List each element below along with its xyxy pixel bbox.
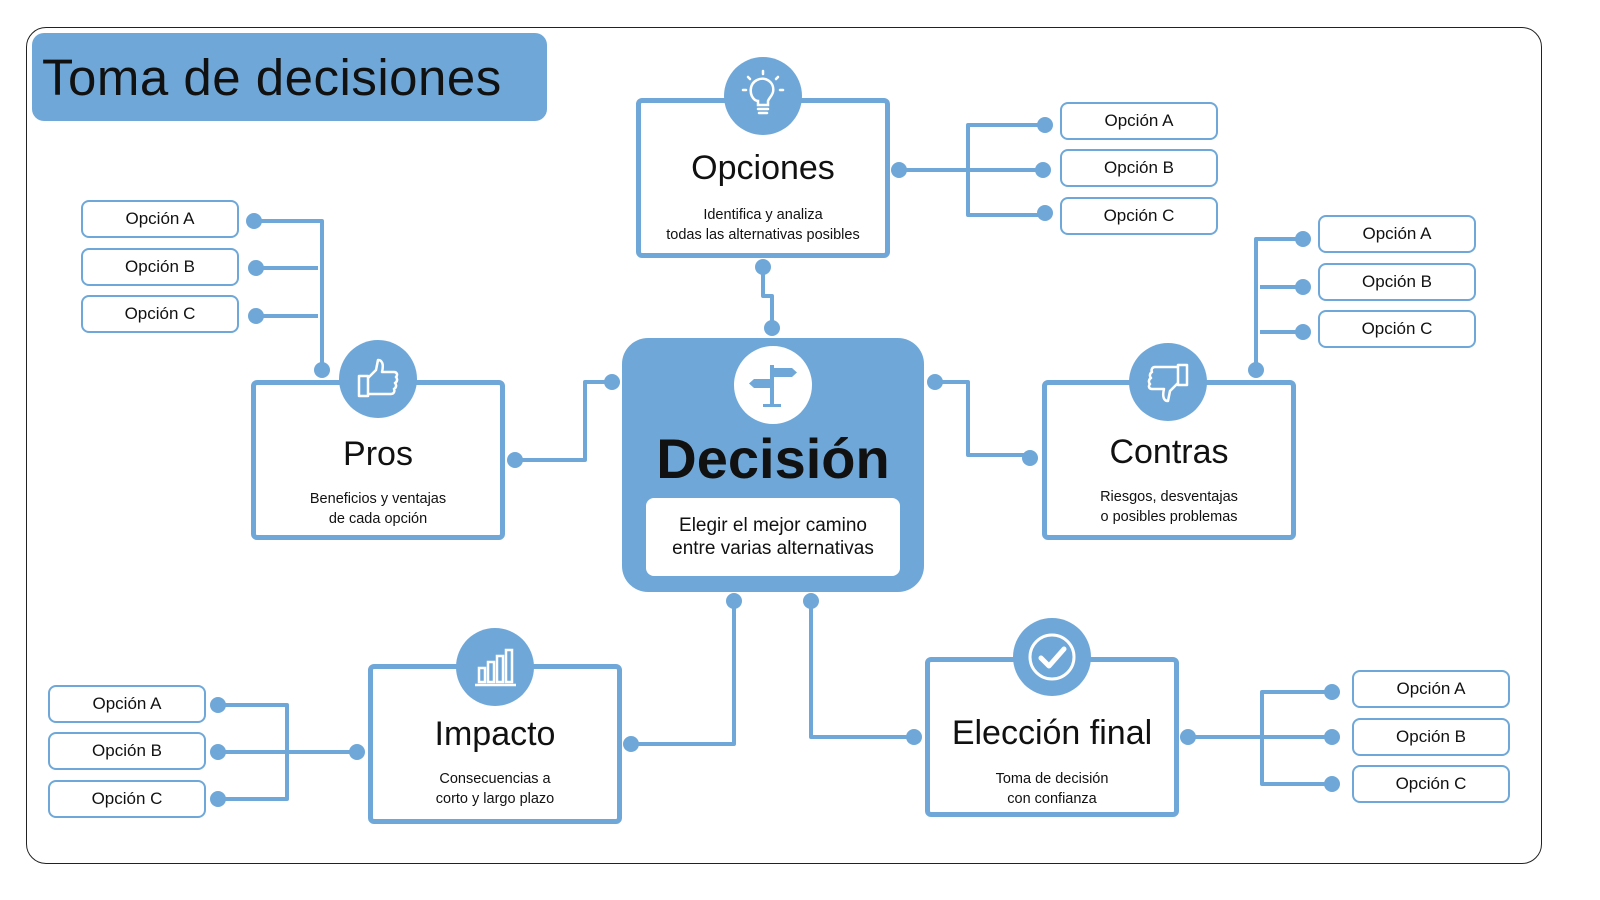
impacto-description: Consecuencias a corto y largo plazo [435,771,555,807]
contras-title: Contras [1109,433,1229,471]
contras-description: Riesgos, desventajas o posibles problema… [1100,489,1238,525]
eleccion-option-b: Opción B [1352,718,1510,756]
thumbs-down-icon [1129,343,1207,421]
lightbulb-icon [724,57,802,135]
diagram-frame [26,27,1542,864]
opciones-title: Opciones [691,149,835,187]
pros-option-c: Opción C [81,295,239,333]
pros-description: Beneficios y ventajas de cada opción [309,491,447,527]
opciones-option-c: Opción C [1060,197,1218,235]
contras-option-a: Opción A [1318,215,1476,253]
opciones-option-a: Opción A [1060,102,1218,140]
eleccion-description: Toma de decisión con confianza [995,771,1109,807]
eleccion-option-a: Opción A [1352,670,1510,708]
thumbs-up-icon [339,340,417,418]
center-decision-node: Decisión Elegir el mejor camino entre va… [622,338,924,592]
page-title: Toma de decisiones [42,48,502,106]
opciones-option-b: Opción B [1060,149,1218,187]
pros-option-a: Opción A [81,200,239,238]
pros-title: Pros [343,435,413,473]
pros-card: Pros Beneficios y ventajas de cada opció… [251,380,505,540]
opciones-description: Identifica y analiza todas las alternati… [666,207,860,243]
bar-chart-icon [456,628,534,706]
center-description: Elegir el mejor camino entre varias alte… [646,498,900,576]
eleccion-title: Elección final [951,714,1153,752]
check-circle-icon [1013,618,1091,696]
impacto-option-c: Opción C [48,780,206,818]
impacto-option-b: Opción B [48,732,206,770]
eleccion-option-c: Opción C [1352,765,1510,803]
impacto-option-a: Opción A [48,685,206,723]
impacto-title: Impacto [434,715,556,753]
contras-card: Contras Riesgos, desventajas o posibles … [1042,380,1296,540]
contras-option-b: Opción B [1318,263,1476,301]
title-banner: Toma de decisiones [32,33,547,121]
pros-option-b: Opción B [81,248,239,286]
center-title: Decisión [656,427,890,490]
signpost-icon [734,346,812,424]
contras-option-c: Opción C [1318,310,1476,348]
